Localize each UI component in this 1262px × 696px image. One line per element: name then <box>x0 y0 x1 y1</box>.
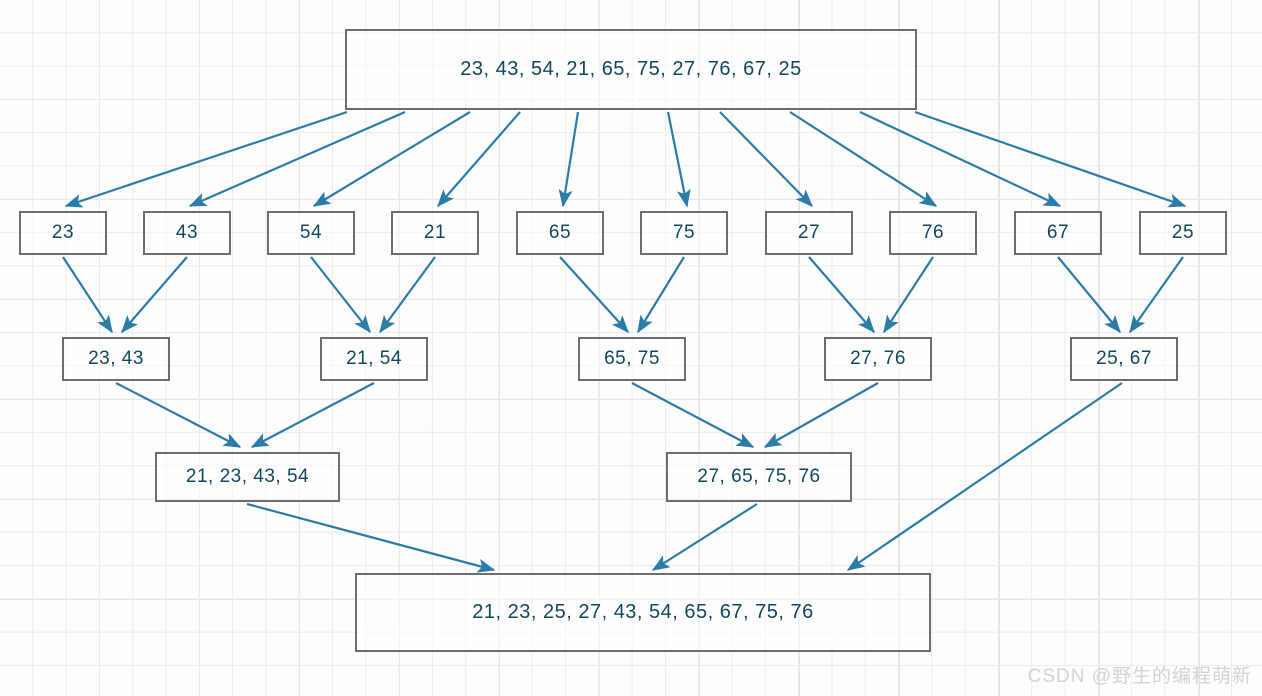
node-split-singles-2: 54 <box>267 211 355 255</box>
node-merge-pairs-4: 25, 67 <box>1070 337 1178 381</box>
node-split-singles-9: 25 <box>1139 211 1227 255</box>
node-split-singles-6: 27 <box>765 211 853 255</box>
arrow-8 <box>859 111 1062 207</box>
arrow-13 <box>379 256 436 334</box>
arrow-18 <box>1057 256 1121 334</box>
arrow-2 <box>312 111 471 207</box>
node-merge-quads-0: 21, 23, 43, 54 <box>155 452 340 502</box>
arrow-11 <box>121 256 188 333</box>
node-split-singles-5: 75 <box>640 211 728 255</box>
arrow-1 <box>188 110 406 208</box>
node-merge-pairs-0: 23, 43 <box>62 337 170 381</box>
arrow-17 <box>883 256 934 334</box>
arrow-6 <box>719 111 813 207</box>
arrow-20 <box>115 382 242 448</box>
node-split-singles-3: 21 <box>391 211 479 255</box>
arrow-23 <box>763 382 879 448</box>
arrow-3 <box>437 111 521 207</box>
node-split-singles-1: 43 <box>143 211 231 255</box>
node-merge-pairs-3: 27, 76 <box>824 337 932 381</box>
node-merge-pairs-2: 65, 75 <box>578 337 686 381</box>
arrow-15 <box>637 256 685 334</box>
arrow-0 <box>64 110 348 208</box>
arrow-19 <box>1129 256 1184 334</box>
node-split-singles-7: 76 <box>889 211 977 255</box>
arrow-14 <box>559 256 629 333</box>
arrow-5 <box>666 111 691 208</box>
node-merge-pairs-1: 21, 54 <box>320 337 428 381</box>
node-merge-quads-1: 27, 65, 75, 76 <box>666 452 852 502</box>
arrow-25 <box>651 503 758 571</box>
arrow-9 <box>914 110 1187 208</box>
node-split-singles-4: 65 <box>516 211 604 255</box>
arrow-12 <box>310 256 371 334</box>
arrow-22 <box>631 382 755 448</box>
node-split-singles-8: 67 <box>1014 211 1102 255</box>
arrow-21 <box>250 382 375 448</box>
node-sorted-output-0: 21, 23, 25, 27, 43, 54, 65, 67, 75, 76 <box>355 573 931 652</box>
arrow-7 <box>789 111 938 207</box>
arrow-26 <box>846 382 1123 571</box>
watermark: CSDN @野生的编程萌新 <box>1027 666 1252 687</box>
node-unsorted-input-0: 23, 43, 54, 21, 65, 75, 27, 76, 67, 25 <box>345 29 917 110</box>
arrow-10 <box>62 256 113 334</box>
arrow-4 <box>558 111 580 208</box>
arrow-16 <box>808 256 875 333</box>
node-split-singles-0: 23 <box>19 211 107 255</box>
arrow-24 <box>246 502 496 573</box>
